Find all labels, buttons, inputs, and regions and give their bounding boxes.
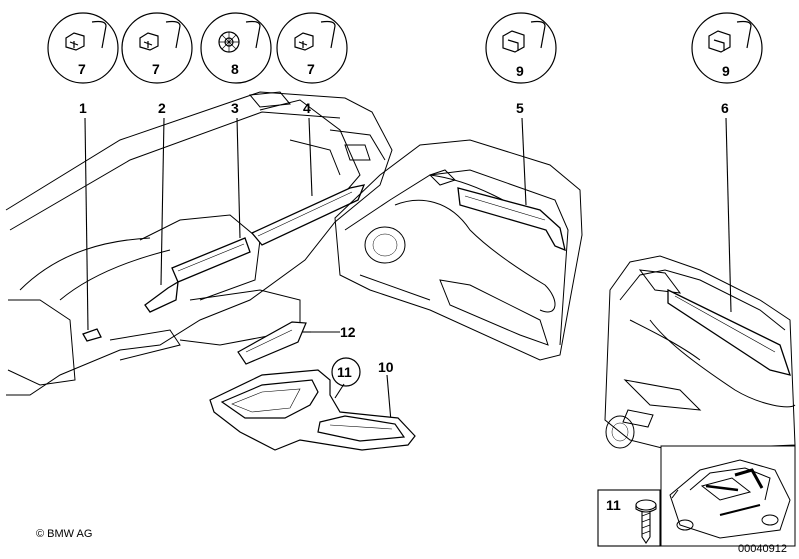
clip-callout-1[interactable]: 7	[47, 12, 119, 84]
callout-2[interactable]: 2	[158, 100, 166, 116]
clip-number: 9	[722, 63, 730, 79]
clip-number: 7	[307, 61, 315, 77]
clip-number: 7	[78, 61, 86, 77]
leader-lines	[84, 117, 732, 434]
clip-number: 7	[152, 61, 160, 77]
car-overview-inset	[660, 445, 796, 547]
screw-inset[interactable]: 11	[597, 489, 661, 547]
screw-label: 11	[606, 497, 621, 513]
clip-callout-6[interactable]: 9	[691, 12, 763, 84]
copyright-text: © BMW AG	[36, 528, 92, 540]
callout-10[interactable]: 10	[378, 359, 394, 375]
callout-1[interactable]: 1	[79, 100, 87, 116]
dashboard-drawing	[5, 91, 393, 396]
clip-callout-4[interactable]: 7	[276, 12, 348, 84]
callout-6[interactable]: 6	[721, 100, 729, 116]
console-trim-drawing	[209, 321, 416, 451]
clip-callout-2[interactable]: 7	[121, 12, 193, 84]
diagram-number: 00040912	[738, 543, 787, 555]
callout-12[interactable]: 12	[340, 324, 356, 340]
front-door-drawing	[334, 139, 583, 361]
callout-5[interactable]: 5	[516, 100, 524, 116]
rear-door-drawing	[604, 255, 796, 451]
clip-callout-5[interactable]: 9	[485, 12, 557, 84]
callout-3[interactable]: 3	[231, 100, 239, 116]
callout-11-circle[interactable]: 11	[331, 357, 361, 387]
clip-number: 8	[231, 61, 239, 77]
clip-callout-3[interactable]: 8	[200, 12, 272, 84]
callout-4[interactable]: 4	[303, 100, 311, 116]
callout-11[interactable]: 11	[337, 364, 352, 380]
clip-number: 9	[516, 63, 524, 79]
